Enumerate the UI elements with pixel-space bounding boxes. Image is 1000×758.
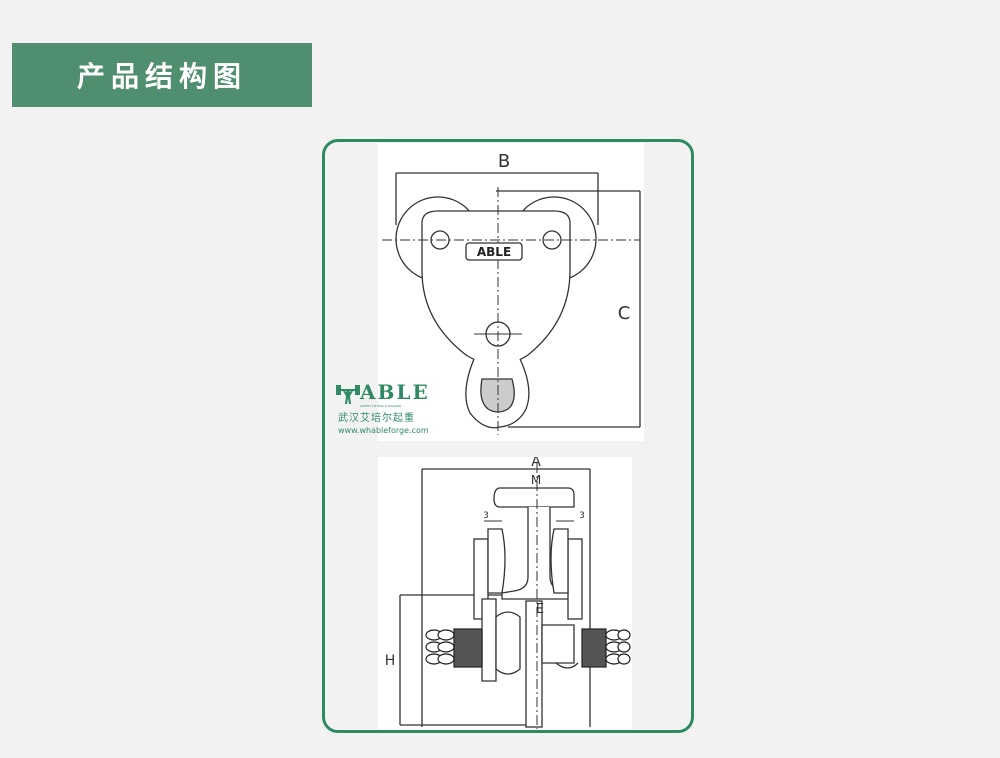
label-a: A: [531, 457, 541, 470]
label-3-left: 3: [483, 511, 489, 521]
left-spring-stack: [425, 628, 483, 668]
label-c: C: [618, 303, 631, 324]
right-bolt-hole: [542, 230, 562, 250]
i-beam-top-flange: [493, 487, 575, 508]
label-e: E: [536, 602, 544, 617]
logo-brand: ABLE: [360, 380, 430, 404]
right-lock-nut: [555, 662, 579, 669]
lifting-eye-hole: [480, 378, 515, 413]
brand-plate-text: ABLE: [477, 245, 511, 259]
label-m: M: [531, 473, 541, 487]
i-beam-web: [501, 507, 577, 600]
logo-tagline: SAFETY LIFTING & RIGGING: [360, 404, 402, 408]
title-banner: 产品结构图: [12, 43, 312, 107]
label-b: B: [498, 151, 510, 172]
top-diagram-drawing: ABLE B C: [382, 151, 641, 435]
weightlifter-icon: [336, 385, 360, 404]
label-h: H: [385, 653, 396, 669]
logo-website: www.whableforge.com: [338, 426, 429, 435]
side-plate: [421, 210, 571, 366]
logo-chinese-name: 武汉艾培尔起重: [338, 413, 415, 424]
right-side-plate: [567, 538, 583, 620]
brand-plate: [465, 242, 523, 261]
right-wheel-front: [550, 528, 569, 594]
center-hanger-plate: [525, 600, 543, 728]
bottom-diagram-drawing: A M E H 3 3: [385, 454, 631, 729]
left-axle-block: [481, 598, 497, 682]
right-spring-stack: [581, 628, 631, 668]
right-hub: [541, 624, 575, 664]
page-title: 产品结构图: [76, 60, 247, 93]
left-hub: [495, 611, 521, 675]
brand-logo: ABLE SAFETY LIFTING & RIGGING 武汉艾培尔起重 ww…: [334, 380, 439, 440]
top-diagram: ABLE B C: [378, 143, 644, 441]
label-3-right: 3: [579, 511, 585, 521]
left-wheel-front: [487, 528, 506, 594]
bottom-diagram: A M E H 3 3: [378, 454, 632, 730]
